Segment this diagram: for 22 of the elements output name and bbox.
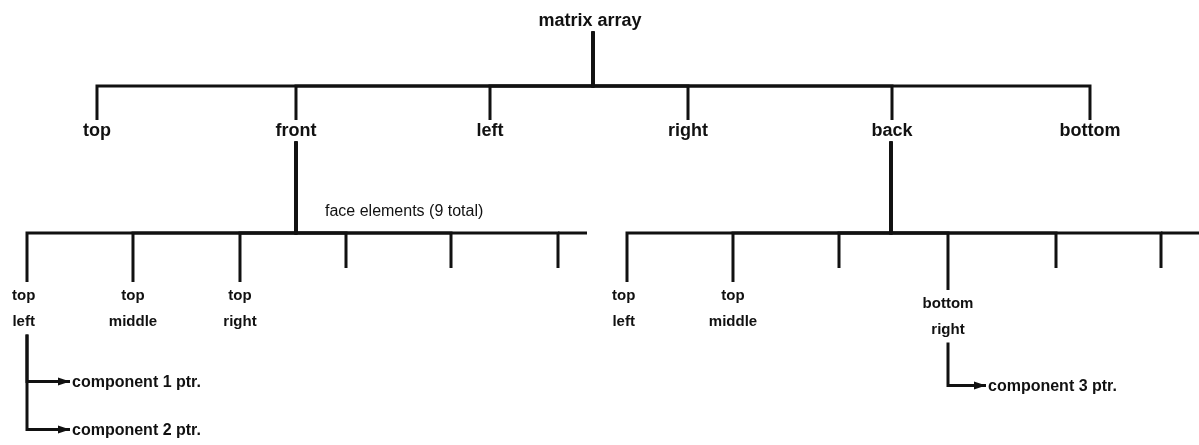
- node-label: back: [871, 120, 913, 142]
- node-label: top left: [612, 282, 636, 335]
- annotation-text: face elements (9 total): [325, 202, 484, 220]
- node-label: top left: [12, 282, 36, 335]
- node-label: top middle: [708, 282, 758, 335]
- node-label: right: [668, 120, 708, 142]
- arrow: [25, 334, 70, 434]
- node-label: top middle: [108, 282, 158, 335]
- tree-connector: [889, 141, 1163, 268]
- node-label: matrix array: [538, 10, 642, 32]
- tree-connector: [294, 141, 560, 268]
- tree-connector: [591, 31, 1092, 120]
- node-label: component 3 ptr.: [988, 376, 1117, 396]
- arrow: [946, 342, 986, 390]
- node-label: bottom right: [922, 290, 974, 343]
- node-label: front: [275, 120, 317, 142]
- node-label: left: [476, 120, 504, 142]
- node-label: component 2 ptr.: [72, 420, 201, 440]
- node-label: component 1 ptr.: [72, 372, 201, 392]
- node-label: bottom: [1059, 120, 1121, 142]
- node-label: top right: [223, 282, 257, 335]
- node-label: top: [83, 120, 111, 142]
